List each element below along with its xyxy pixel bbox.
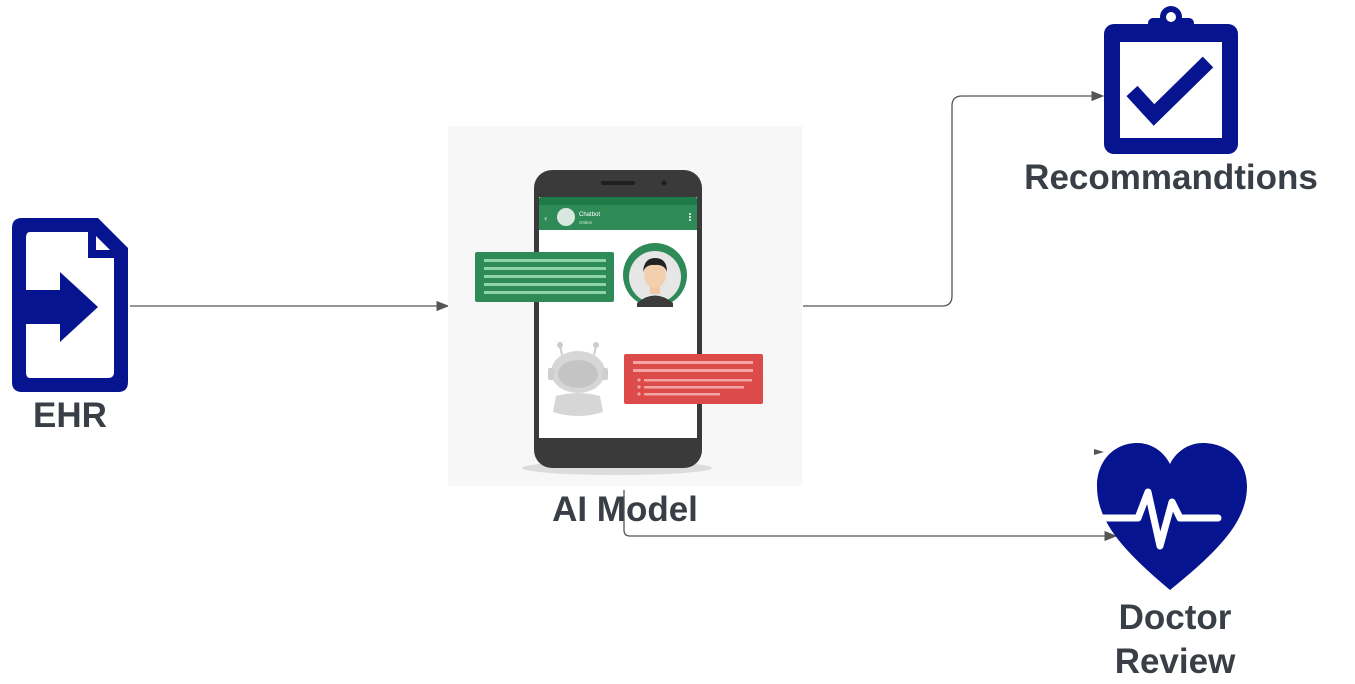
document-arrow-icon (12, 218, 128, 392)
svg-text:‹: ‹ (544, 214, 547, 223)
edge-ai-model-to-doctor-review (623, 490, 1118, 542)
heart-pulse-icon (1097, 443, 1247, 590)
chat-contact-status: Online (579, 220, 593, 225)
doctor-review-label-line1: Doctor (1118, 598, 1232, 637)
edge-ai-model-to-recommendations (803, 90, 1105, 307)
clipboard-check-icon (1104, 6, 1238, 154)
ehr-label: EHR (33, 396, 107, 435)
robot-avatar (548, 342, 608, 416)
recommendations-label: Recommandtions (1024, 158, 1318, 197)
chat-contact-name: Chatbot (579, 212, 600, 218)
phone-chatbot-icon: ‹ Chatbot Online (448, 126, 802, 486)
chat-bubble-bot (624, 354, 763, 404)
arrow-stub (1094, 449, 1104, 455)
user-avatar (623, 243, 687, 307)
doctor-review-label-line2: Review (1114, 642, 1236, 681)
doctor-review-label: Doctor Review (1080, 596, 1270, 684)
chat-bubble-user (475, 252, 614, 302)
ai-model-label: AI Model (552, 490, 698, 529)
